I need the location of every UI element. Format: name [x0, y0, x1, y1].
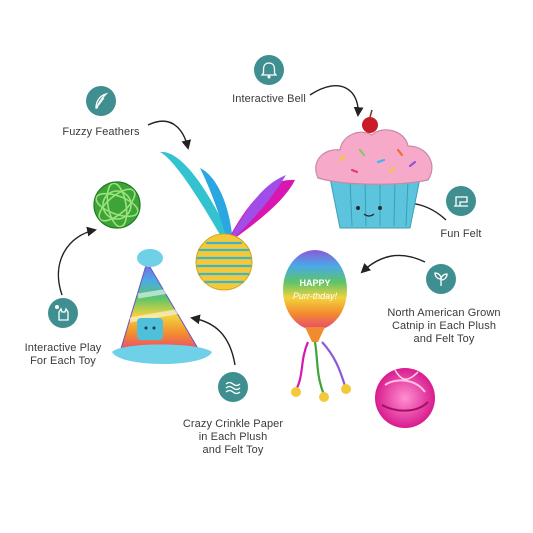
feature-label-crinkle: Crazy Crinkle Paper in Each Plush and Fe… [174, 418, 292, 457]
arrow-feathers [147, 120, 192, 150]
play-line-1: Interactive Play [24, 342, 102, 354]
feather-icon [86, 86, 116, 116]
bell-line-1: Interactive Bell [232, 93, 306, 105]
bell-icon [254, 55, 284, 85]
feathers-line-1: Fuzzy Feathers [62, 126, 140, 138]
feather-ball-toy [160, 151, 295, 291]
arrow-crinkle [190, 314, 236, 366]
party-hat-toy [112, 249, 212, 364]
balloon-text-line-2: Purr-thday! [293, 291, 338, 301]
crinkle-line-3: and Felt Toy [202, 444, 264, 456]
crinkle-line-2: in Each Plush [198, 431, 268, 443]
felt-line-1: Fun Felt [440, 228, 482, 240]
arrows [57, 85, 447, 366]
pink-crinkle-ball [375, 368, 435, 428]
play-line-2: For Each Toy [30, 355, 96, 367]
green-wicker-ball [93, 181, 141, 229]
crinkle-line-1: Crazy Crinkle Paper [182, 418, 284, 430]
balloon-toy: HAPPY Purr-thday! [283, 250, 351, 402]
cupcake-toy [315, 109, 433, 229]
arrow-play [57, 226, 97, 296]
feature-label-bell: Interactive Bell [216, 93, 322, 106]
catnip-line-2: Catnip in Each Plush [391, 320, 497, 332]
leaf-sprout-icon [426, 264, 456, 294]
feature-label-play: Interactive Play For Each Toy [14, 342, 112, 368]
feature-label-feathers: Fuzzy Feathers [50, 126, 152, 139]
feature-label-felt: Fun Felt [424, 228, 498, 241]
feature-label-catnip: North American Grown Catnip in Each Plus… [380, 307, 508, 346]
balloon-text-line-1: HAPPY [299, 278, 330, 288]
catnip-line-1: North American Grown [387, 307, 501, 319]
cat-play-icon [48, 298, 78, 328]
crinkle-waves-icon [218, 372, 248, 402]
catnip-line-3: and Felt Toy [413, 333, 475, 345]
sewing-machine-icon [446, 186, 476, 216]
arrow-catnip [360, 254, 426, 274]
arrow-bell [309, 85, 364, 117]
